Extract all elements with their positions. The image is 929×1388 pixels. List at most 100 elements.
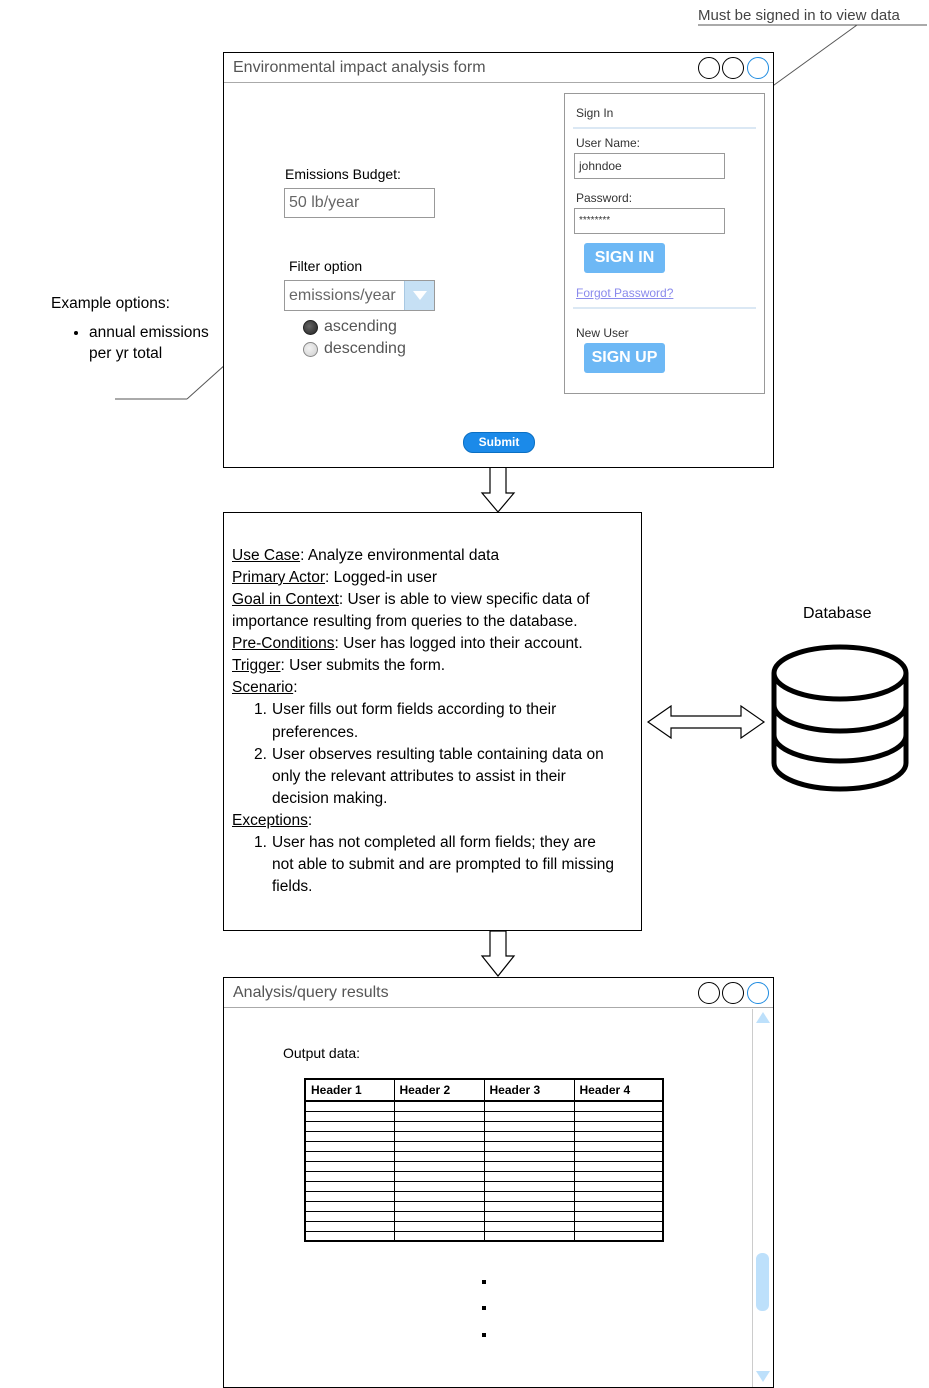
signup-button[interactable]: SIGN UP: [584, 343, 665, 373]
table-cell: [573, 1200, 664, 1212]
use-case-box: Use Case: Analyze environmental data Pri…: [223, 512, 642, 931]
scenario-1-number: 1.: [254, 701, 267, 718]
table-row: [304, 1210, 664, 1222]
table-cell: [573, 1190, 664, 1202]
table-cell: [483, 1140, 575, 1152]
table-row: [304, 1130, 664, 1142]
exception-1-text-3: fields.: [272, 878, 313, 895]
scenario-key: Scenario: [232, 679, 294, 696]
table-cell: [573, 1150, 664, 1162]
table-header-2: Header 2: [393, 1078, 485, 1102]
table-cell: [304, 1200, 395, 1212]
trigger-key: Trigger: [232, 657, 281, 674]
radio-descending[interactable]: descending: [303, 340, 406, 358]
table-row: [304, 1190, 664, 1202]
chevron-down-icon[interactable]: [404, 281, 434, 310]
scroll-thumb[interactable]: [756, 1253, 769, 1311]
table-cell: [393, 1220, 485, 1232]
radio-unchecked-icon[interactable]: [303, 341, 318, 357]
table-cell: [483, 1150, 575, 1162]
table-cell: [483, 1180, 575, 1192]
budget-input[interactable]: 50 lb/year: [284, 188, 435, 218]
table-cell: [304, 1120, 395, 1132]
minimize-button[interactable]: [698, 57, 720, 79]
budget-label: Emissions Budget:: [285, 166, 401, 182]
close-button[interactable]: [747, 982, 769, 1004]
scenario-2-text: User observes resulting table containing…: [272, 746, 604, 763]
preconditions-key: Pre-Conditions: [232, 635, 335, 652]
signin-button[interactable]: SIGN IN: [584, 243, 665, 273]
table-cell: [483, 1200, 575, 1212]
form-window: Environmental impact analysis form Emiss…: [223, 52, 774, 468]
signin-divider-2: [573, 307, 756, 309]
vertical-scrollbar[interactable]: [752, 1009, 773, 1387]
maximize-button[interactable]: [722, 57, 744, 79]
filter-select[interactable]: emissions/year: [284, 280, 435, 311]
results-window-title: Analysis/query results: [233, 984, 389, 1001]
preconditions-line: Pre-Conditions: User has logged into the…: [232, 633, 583, 655]
table-cell: [393, 1200, 485, 1212]
scenario-1-text-2: preferences.: [272, 724, 359, 741]
scroll-down-icon[interactable]: [756, 1371, 770, 1382]
table-row: [304, 1230, 664, 1242]
table-row: [304, 1170, 664, 1182]
table-row: [304, 1120, 664, 1132]
password-input[interactable]: ********: [574, 208, 725, 234]
username-input[interactable]: johndoe: [574, 153, 725, 179]
trigger-value: : User submits the form.: [280, 657, 446, 674]
table-cell: [393, 1180, 485, 1192]
table-cell: [393, 1150, 485, 1162]
signin-divider: [573, 127, 756, 129]
table-cell: [483, 1230, 575, 1242]
table-header-1: Header 1: [304, 1078, 395, 1102]
radio-ascending[interactable]: ascending: [303, 318, 397, 336]
goal-line-2: importance resulting from queries to the…: [232, 613, 578, 630]
table-row: [304, 1140, 664, 1152]
scroll-up-icon[interactable]: [756, 1012, 770, 1023]
table-header-3: Header 3: [483, 1078, 575, 1102]
maximize-button[interactable]: [722, 982, 744, 1004]
scenario-2-number: 2.: [254, 746, 267, 763]
radio-ascending-label: ascending: [324, 318, 397, 335]
table-cell: [573, 1230, 664, 1242]
submit-button[interactable]: Submit: [463, 432, 535, 453]
password-label: Password:: [576, 191, 633, 205]
example-options-note: Example options: annual emissions per yr…: [51, 295, 211, 364]
goal-line: Goal in Context: User is able to view sp…: [232, 589, 590, 611]
table-cell: [573, 1210, 664, 1222]
table-row: [304, 1160, 664, 1172]
table-cell: [304, 1180, 395, 1192]
database-icon: [771, 644, 909, 792]
ellipsis-dot: [482, 1280, 486, 1284]
table-cell: [393, 1130, 485, 1142]
table-cell: [483, 1170, 575, 1182]
table-cell: [573, 1110, 664, 1122]
minimize-button[interactable]: [698, 982, 720, 1004]
table-cell: [573, 1100, 664, 1112]
exceptions-line: Exceptions:: [232, 810, 312, 832]
scenario-colon: :: [293, 679, 298, 696]
table-cell: [393, 1100, 485, 1112]
primary-actor-key: Primary Actor: [232, 569, 326, 586]
double-arrow: [646, 704, 766, 740]
table-cell: [393, 1140, 485, 1152]
table-cell: [393, 1120, 485, 1132]
table-cell: [304, 1230, 395, 1242]
table-cell: [483, 1110, 575, 1122]
trigger-line: Trigger: User submits the form.: [232, 655, 445, 677]
forgot-password-link[interactable]: Forgot Password?: [576, 286, 674, 300]
table-cell: [393, 1210, 485, 1222]
exceptions-key: Exceptions: [232, 812, 308, 829]
close-button[interactable]: [747, 57, 769, 79]
table-row: [304, 1180, 664, 1192]
table-cell: [304, 1110, 395, 1122]
table-body: [304, 1100, 664, 1242]
form-window-title: Environmental impact analysis form: [233, 59, 486, 76]
table-cell: [483, 1190, 575, 1202]
table-cell: [573, 1140, 664, 1152]
exception-1-number: 1.: [254, 834, 267, 851]
exception-1-text: User has not completed all form fields; …: [272, 834, 596, 851]
exceptions-colon: :: [307, 812, 313, 829]
table-cell: [573, 1120, 664, 1132]
radio-checked-icon[interactable]: [303, 319, 318, 335]
